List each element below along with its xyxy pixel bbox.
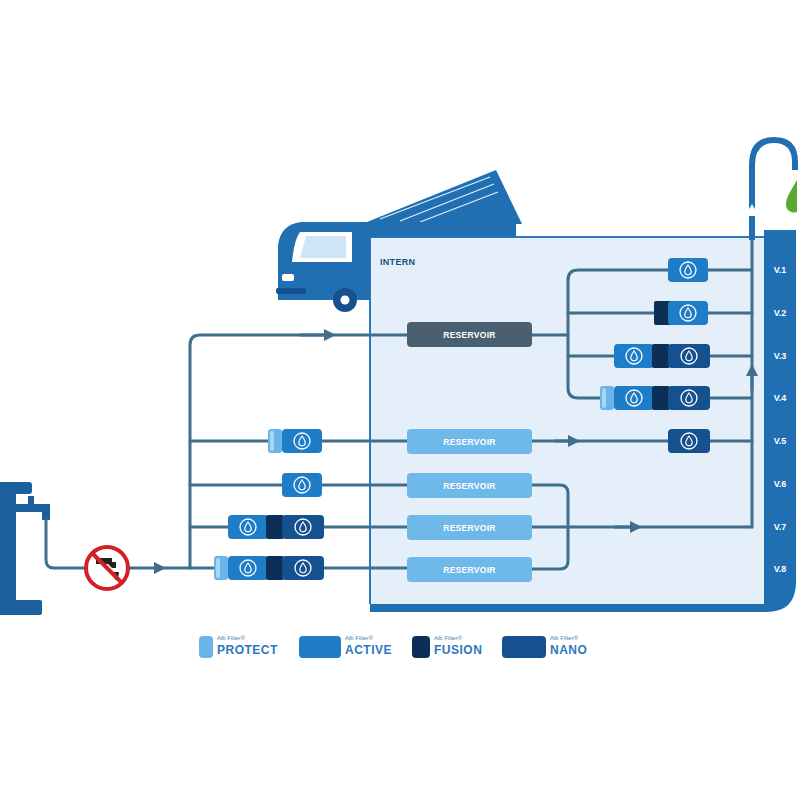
reservoir-label: RESERVOIR <box>443 437 496 447</box>
filter-fusion <box>652 386 670 410</box>
filter-nano <box>282 515 324 539</box>
area-title: INTERN <box>380 257 415 267</box>
water-drop <box>786 180 797 213</box>
headlight <box>282 274 294 281</box>
legend-swatch <box>199 636 213 658</box>
pipe-arrow <box>555 440 574 443</box>
reservoir-label: RESERVOIR <box>443 481 496 491</box>
reservoir-box: RESERVOIR <box>407 515 532 540</box>
pipe <box>190 335 407 568</box>
legend-text: FUSION <box>434 643 482 657</box>
pump-nozzle <box>42 504 50 520</box>
pop-up-roof <box>362 170 522 224</box>
version-number: V.6 <box>774 479 787 489</box>
pipes <box>46 237 752 569</box>
version-number: V.4 <box>774 393 787 403</box>
filter-active <box>614 344 654 368</box>
filter-active <box>668 258 708 282</box>
roof-stripes <box>380 177 498 222</box>
filter-protect <box>268 429 282 453</box>
brand-label: Alb Filter® <box>550 635 578 641</box>
filter-fusion <box>652 344 670 368</box>
filter-cartridges <box>214 258 710 580</box>
bumper <box>276 288 306 294</box>
reservoir-box: RESERVOIR <box>407 322 532 347</box>
filter-active <box>282 429 322 453</box>
filter-fusion <box>266 556 284 580</box>
legend-text: ACTIVE <box>345 643 392 657</box>
legend-swatch <box>502 636 546 658</box>
faucet-pipe <box>752 140 795 240</box>
legend-text: NANO <box>550 643 587 657</box>
panel-fill <box>370 237 764 604</box>
wheel-hub <box>341 296 350 305</box>
filter-nano <box>668 429 710 453</box>
no-drinking-sign <box>86 547 128 589</box>
pump-column <box>0 482 16 615</box>
faucet-arrow <box>745 204 759 216</box>
sign-ring <box>86 547 128 589</box>
water-pump <box>0 482 50 615</box>
version-number: V.2 <box>774 308 787 318</box>
filter-active <box>668 301 708 325</box>
pipe-arrow <box>751 370 754 390</box>
reservoir-label: RESERVOIR <box>443 330 496 340</box>
panel-band <box>370 230 796 612</box>
brand-label: Alb Filter® <box>217 635 245 641</box>
pipe <box>568 270 752 280</box>
reservoir-label: RESERVOIR <box>443 565 496 575</box>
panel-border <box>370 237 764 604</box>
version-number: V.3 <box>774 351 787 361</box>
filter-active <box>228 556 268 580</box>
pipe <box>46 520 84 568</box>
camper-van <box>276 170 522 312</box>
legend-swatch <box>412 636 430 658</box>
brand-label: Alb Filter® <box>345 635 373 641</box>
filter-nano <box>668 344 710 368</box>
filter-active <box>614 386 654 410</box>
filter-protect <box>214 556 228 580</box>
window-glass <box>300 236 346 258</box>
pipe <box>532 526 752 529</box>
filter-nano <box>668 386 710 410</box>
pump-handle <box>28 496 34 506</box>
pipe <box>532 440 752 443</box>
filter-protect <box>600 386 614 410</box>
pipe <box>568 280 752 398</box>
intern-area: INTERN RESERVOIR RESERVOIR RESERVOIR RESERVO… <box>370 237 764 604</box>
legend-text: PROTECT <box>217 643 278 657</box>
pipe <box>532 334 568 337</box>
intern-panel <box>370 230 796 612</box>
legend-swatch <box>299 636 341 658</box>
wheel <box>333 288 357 312</box>
filter-active <box>228 515 268 539</box>
pipe-arrow <box>300 334 330 337</box>
sign-slash <box>92 553 122 583</box>
reservoir-box: RESERVOIR <box>407 557 532 582</box>
pump-head <box>0 482 32 494</box>
reservoir-box: RESERVOIR <box>407 429 532 454</box>
brand-label: Alb Filter® <box>434 635 462 641</box>
filter-nano <box>282 556 324 580</box>
version-number: V.8 <box>774 564 787 574</box>
windscreen <box>292 232 352 262</box>
reservoir-box: RESERVOIR <box>407 473 532 498</box>
version-number: V.7 <box>774 522 787 532</box>
faucet <box>745 140 797 240</box>
reservoir-label: RESERVOIR <box>443 523 496 533</box>
filter-active <box>282 473 322 497</box>
version-number: V.1 <box>774 265 787 275</box>
version-number: V.5 <box>774 436 787 446</box>
pipe-arrow <box>615 526 636 529</box>
riser <box>751 237 754 527</box>
pump-base <box>0 600 42 615</box>
roof-rail <box>356 222 516 237</box>
filter-fusion <box>266 515 284 539</box>
pipe-arrow <box>130 567 160 570</box>
